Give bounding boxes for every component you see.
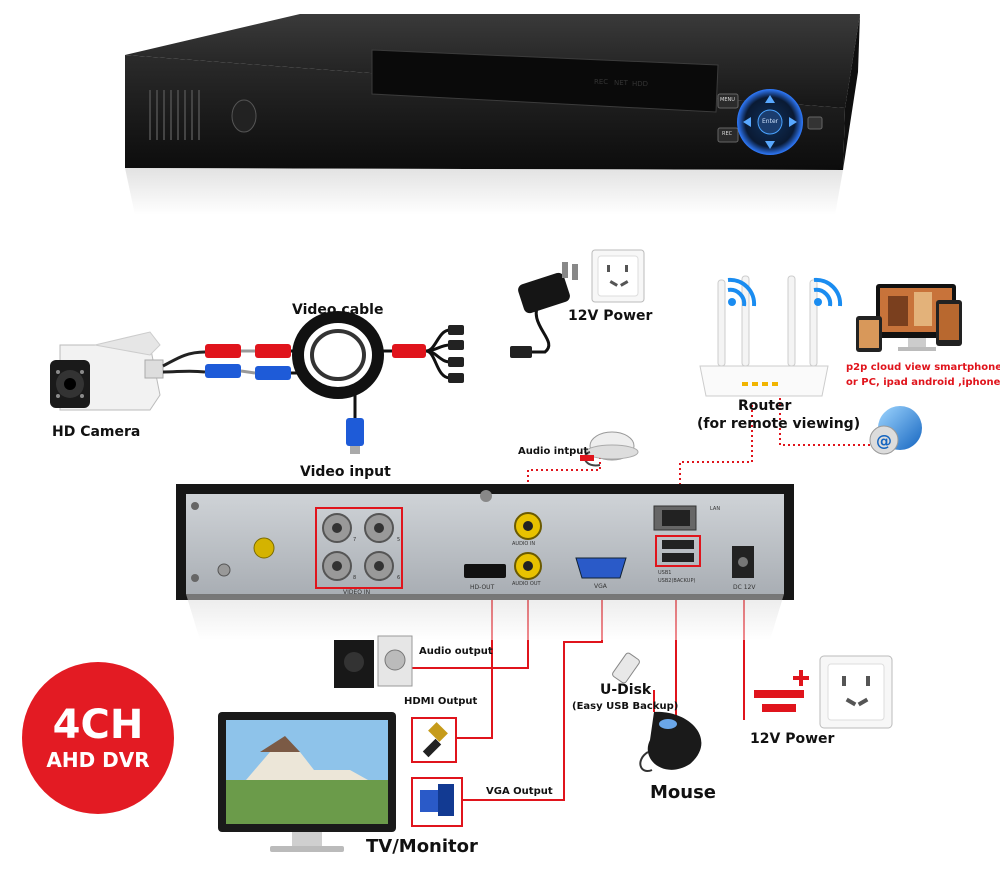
audio-output-label: Audio output	[419, 646, 493, 657]
lan-port-label: LAN	[710, 506, 721, 512]
rec-button[interactable]	[717, 127, 739, 143]
port-5-label: 5	[397, 537, 401, 543]
badge-line1: 4CH	[52, 702, 144, 748]
speakers-image	[334, 635, 413, 688]
remote-devices-image	[856, 284, 962, 352]
hd-camera-image	[50, 331, 164, 411]
hd-camera-label: HD Camera	[52, 424, 141, 440]
power-top-label: 12V Power	[568, 308, 653, 324]
dc-port-label: DC 12V	[733, 584, 756, 591]
remote-view-line1: p2p cloud view smartphone	[846, 362, 1000, 373]
tv-monitor-image	[218, 712, 396, 852]
vga-output-label: VGA Output	[486, 786, 553, 797]
power-polarity-symbol	[754, 670, 809, 712]
tv-monitor-label: TV/Monitor	[366, 836, 478, 857]
mouse-label: Mouse	[650, 782, 717, 803]
enter-button-label: Enter	[762, 118, 779, 125]
badge-line2: AHD DVR	[46, 748, 150, 772]
port-7-label: 7	[353, 537, 357, 543]
port-8-label: 8	[353, 575, 357, 581]
audio-out-label: AUDIO OUT	[512, 581, 541, 587]
hdmi-cable-icon	[411, 717, 457, 763]
internet-globe-icon: @	[869, 406, 922, 455]
hdmi-output-label: HDMI Output	[404, 696, 478, 707]
power-adapter-image	[518, 262, 578, 314]
dvr-front-device	[125, 14, 860, 215]
net-indicator: NET	[614, 79, 628, 87]
audio-in-label: AUDIO IN	[512, 541, 536, 547]
4ch-ahd-dvr-badge: 4CH AHD DVR	[22, 662, 174, 814]
audio-input-label: Audio intput	[518, 446, 589, 457]
menu-button[interactable]	[717, 93, 739, 109]
menu-button-label: MENU	[720, 97, 735, 103]
usb2-port-label: USB2(BACKUP)	[658, 578, 696, 584]
udisk-sub-label: (Easy USB Backup)	[572, 701, 679, 712]
usb1-port-label: USB1	[658, 570, 672, 576]
dvr-rear-panel	[176, 484, 794, 640]
wifi-icon	[727, 277, 843, 307]
udisk-label: U-Disk	[600, 682, 652, 698]
svg-text:@: @	[876, 431, 892, 450]
router-label: Router	[738, 398, 792, 414]
video-cable-label: Video cable	[292, 302, 384, 318]
hdd-indicator: HDD	[632, 80, 649, 88]
rec-button-label: REC	[722, 131, 733, 137]
vga-port-label: VGA	[594, 583, 607, 590]
usb-drive-image	[612, 652, 640, 684]
port-6-label: 6	[397, 575, 401, 581]
vga-cable-icon	[411, 777, 463, 827]
video-cable-image	[162, 299, 551, 454]
video-input-label: Video input	[300, 464, 391, 480]
remote-view-line2: or PC, ipad android ,iphone.	[846, 377, 1000, 388]
router-image	[699, 275, 829, 397]
power-bottom-label: 12V Power	[750, 731, 835, 747]
hd-out-label: HD-OUT	[470, 584, 495, 591]
router-sub-label: (for remote viewing)	[697, 416, 861, 432]
mouse-image	[639, 711, 702, 772]
wall-outlet-bottom	[819, 655, 893, 729]
video-in-label: VIDEO IN	[343, 589, 371, 596]
wall-outlet-top	[591, 249, 645, 303]
microphone-image	[580, 431, 639, 467]
rec-indicator: REC	[594, 78, 609, 86]
